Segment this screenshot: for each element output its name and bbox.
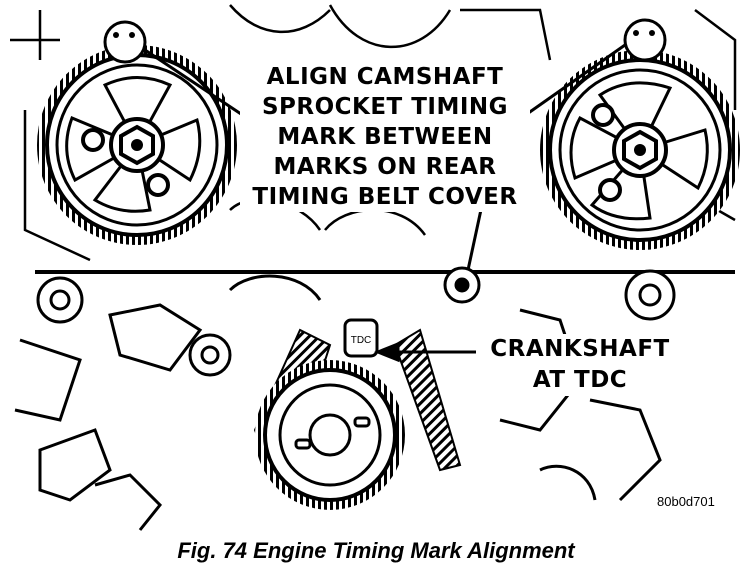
callout-line: AT TDC [532, 367, 628, 393]
callout-line: CRANKSHAFT [490, 336, 670, 362]
callout-line: MARKS ON REAR [273, 154, 497, 180]
callout-line: SPROCKET TIMING [261, 94, 509, 120]
figure-caption: Fig. 74 Engine Timing Mark Alignment [177, 538, 575, 563]
callout-line: ALIGN CAMSHAFT [266, 64, 504, 90]
crankshaft-sprocket [255, 360, 405, 510]
left-camshaft-sprocket [37, 20, 237, 245]
tdc-mark-text: TDC [351, 335, 372, 346]
callout-line: TIMING BELT COVER [252, 184, 518, 210]
callout-line: MARK BETWEEN [277, 124, 493, 150]
tdc-mark: TDC [343, 318, 379, 358]
crankshaft-tdc-callout: CRANKSHAFT AT TDC [476, 334, 684, 396]
cover-leader [466, 204, 484, 271]
right-camshaft-sprocket [540, 18, 740, 250]
crankshaft-arrowhead [373, 341, 400, 363]
camshaft-alignment-callout: ALIGN CAMSHAFT SPROCKET TIMING MARK BETW… [240, 62, 530, 212]
figure-reference-code: 80b0d701 [655, 494, 717, 509]
